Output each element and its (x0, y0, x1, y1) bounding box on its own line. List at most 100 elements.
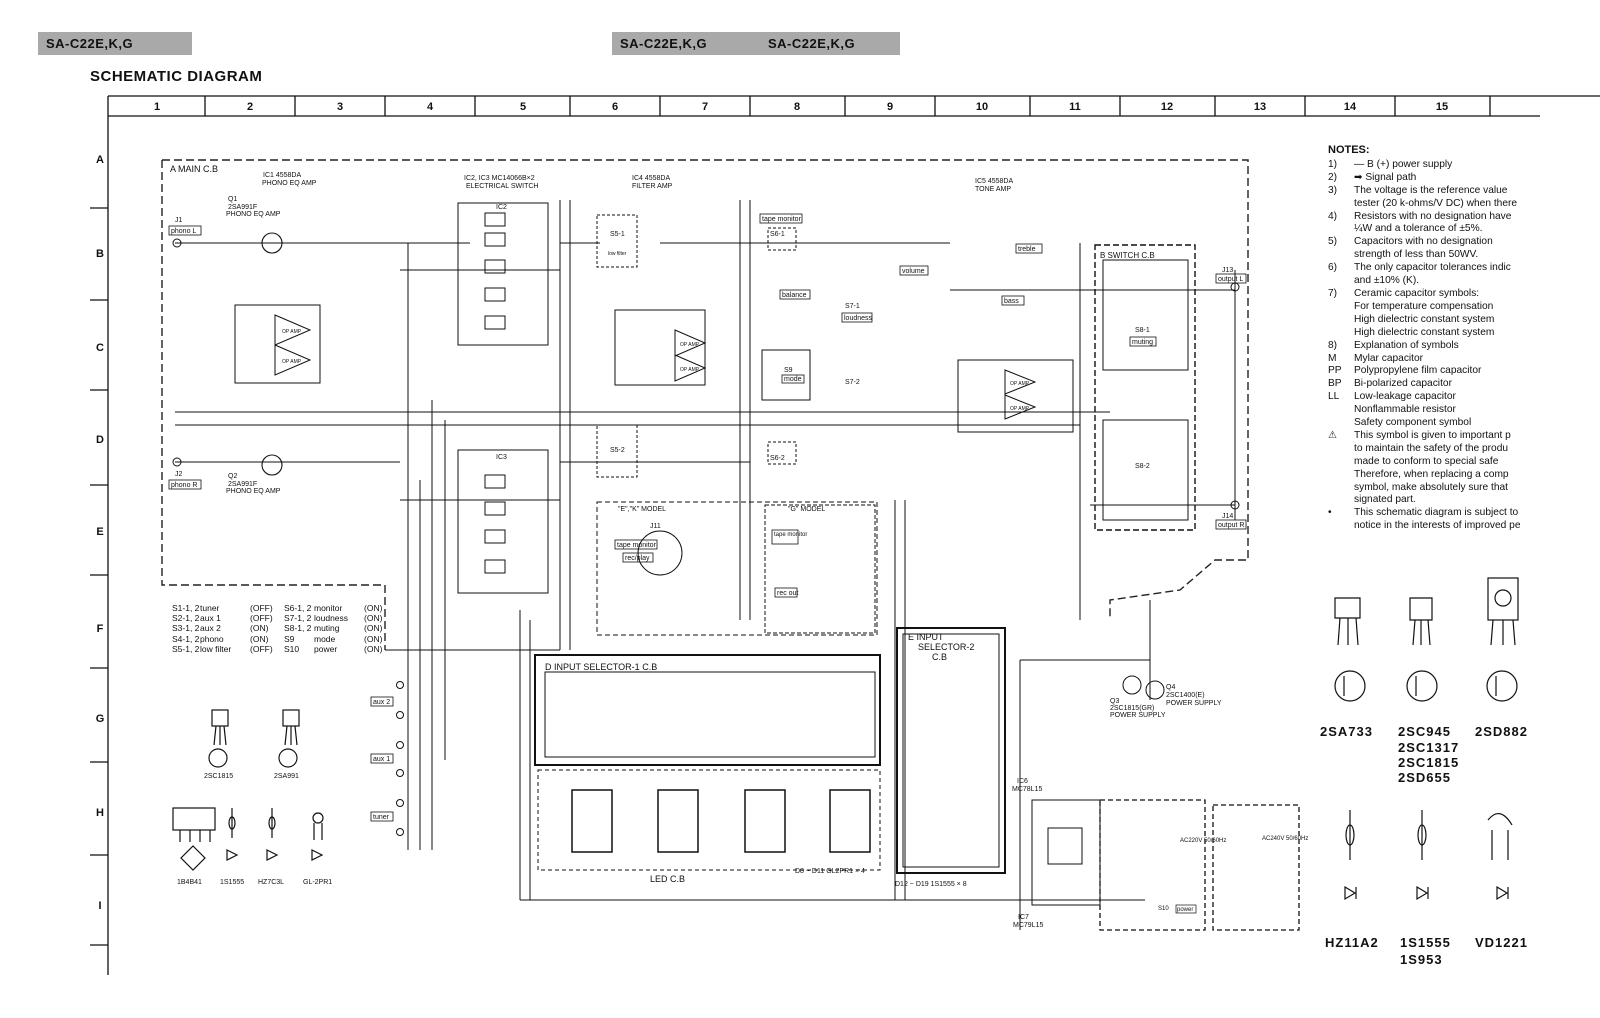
note-text: Polypropylene film capacitor (1354, 365, 1482, 377)
note-number: 5) (1328, 236, 1338, 248)
ac240-label: AC240V 50/60Hz (1262, 836, 1308, 842)
cell: loudness (314, 613, 349, 624)
comp-2sa733: 2SA733 (1320, 724, 1373, 739)
model-box (596, 501, 878, 636)
q4-desc: POWER SUPPLY (1166, 700, 1222, 707)
cell: S4-1, 2 (172, 633, 200, 644)
left-part-3: HZ7C3L (258, 879, 284, 886)
col-label: 15 (1436, 101, 1448, 113)
cell: monitor (314, 603, 343, 613)
col-label: 3 (337, 101, 343, 113)
notes-title: NOTES: (1328, 144, 1370, 156)
cell: (ON) (250, 633, 269, 644)
note-text: Nonflammable resistor (1354, 404, 1456, 416)
note-text: ➡ Signal path (1354, 171, 1417, 183)
note-text: notice in the interests of improved pe (1354, 520, 1521, 532)
treble-label: treble (1018, 246, 1036, 253)
note-item: Safety component symbol (1328, 417, 1600, 430)
balance-label: balance (782, 292, 807, 299)
ic5-desc: TONE AMP (975, 186, 1011, 193)
comp-2sc1815: 2SC1815 (1398, 755, 1460, 770)
left-part-4: GL-2PR1 (303, 879, 332, 886)
main-board-label: A MAIN C.B (170, 164, 218, 174)
s6-2-label: S6-2 (770, 455, 785, 462)
mode-label: mode (784, 376, 802, 383)
j13-jack (1230, 282, 1240, 292)
ic2-label: IC2 (496, 204, 507, 211)
cell: S3-1, 2 (172, 623, 200, 634)
input-selector-2-label-b: SELECTOR-2 (918, 642, 974, 652)
left-component-pictures (172, 709, 324, 871)
note-item: notice in the interests of improved pe (1328, 520, 1600, 533)
col-label: 13 (1254, 101, 1266, 113)
j11-label: J11 (650, 523, 661, 530)
j2-jack (172, 457, 182, 467)
note-text: For temperature compensation (1354, 300, 1494, 312)
grid-labels: 1 2 3 4 5 6 7 8 9 10 11 12 13 14 15 A B … (96, 101, 1448, 912)
row-label: E (96, 526, 103, 538)
rec-play-label: rec/play (625, 555, 650, 562)
s7-1-label: S7-1 (845, 303, 860, 310)
opamp-label: OP AMP (282, 329, 302, 335)
row-label: B (96, 248, 104, 260)
ic1-block (234, 304, 321, 384)
col-label: 6 (612, 101, 618, 113)
note-text: ¼W and a tolerance of ±5%. (1354, 223, 1483, 235)
cell: muting (314, 623, 340, 634)
cell: (ON) (364, 623, 383, 634)
cell: (OFF) (250, 643, 273, 654)
note-number (1328, 404, 1354, 417)
note-number (1328, 456, 1354, 469)
q3-label: Q3 (1110, 698, 1119, 705)
cell: S9 (284, 633, 295, 644)
led-diodes-label: D8 ~ D11 GL2PR1 × 4 (795, 868, 865, 875)
note-item: 5) Capacitors with no designation (1328, 236, 1600, 249)
left-tr-1: 2SC1815 (204, 773, 233, 780)
note-text: High dielectric constant system (1354, 326, 1495, 338)
note-number (1328, 275, 1354, 288)
note-text: Safety component symbol (1354, 417, 1472, 429)
switch-board-label: B SWITCH C.B (1100, 251, 1155, 260)
muting-label: muting (1132, 339, 1153, 346)
component-pictures (1334, 577, 1519, 901)
note-number: M (1328, 352, 1337, 364)
cell: S6-1, 2 (284, 603, 312, 613)
comp-vd1221: VD1221 (1475, 935, 1528, 950)
cell: aux 1 (200, 613, 221, 624)
row-label: H (96, 807, 104, 819)
comp-hz11a2: HZ11A2 (1325, 935, 1379, 950)
comp-2sd882: 2SD882 (1475, 724, 1528, 739)
ic2-block (457, 202, 549, 346)
input-selector-2-outline (896, 627, 1006, 874)
note-text: Capacitors with no designation (1354, 236, 1493, 248)
note-number (1328, 469, 1354, 482)
ic23-desc: ELECTRICAL SWITCH (466, 183, 538, 190)
q2-desc: PHONO EQ AMP (226, 488, 281, 495)
input2-diodes-label: D12 ~ D19 1S1555 × 8 (895, 881, 967, 888)
q1-desc: PHONO EQ AMP (226, 211, 281, 218)
ac220-box (1099, 799, 1206, 931)
comp-2sd655: 2SD655 (1398, 770, 1451, 785)
note-item: and ±10% (K). (1328, 275, 1600, 288)
led-board-label: LED C.B (650, 874, 685, 884)
left-part-2: 1S1555 (220, 879, 244, 886)
comp-1s953: 1S953 (1400, 952, 1443, 967)
row-label: G (96, 713, 105, 725)
row-label: I (98, 900, 101, 912)
rec-out-label: rec out (777, 590, 798, 597)
tape-monitor-g-label: tape monitor (774, 532, 807, 538)
input-selector-2-label-c: C.B (932, 652, 947, 662)
cell: (ON) (364, 613, 383, 624)
cell: (ON) (364, 643, 383, 654)
note-number (1328, 249, 1354, 262)
cell: S5-1, 2 (172, 643, 200, 654)
comp-2sc1317: 2SC1317 (1398, 740, 1460, 755)
low-filter-label: low filter (608, 251, 627, 257)
s8-2-label: S8-2 (1135, 463, 1150, 470)
note-text: Explanation of symbols (1354, 339, 1459, 351)
j1-label: phono L (171, 228, 196, 235)
q1-label: Q1 (228, 196, 237, 203)
